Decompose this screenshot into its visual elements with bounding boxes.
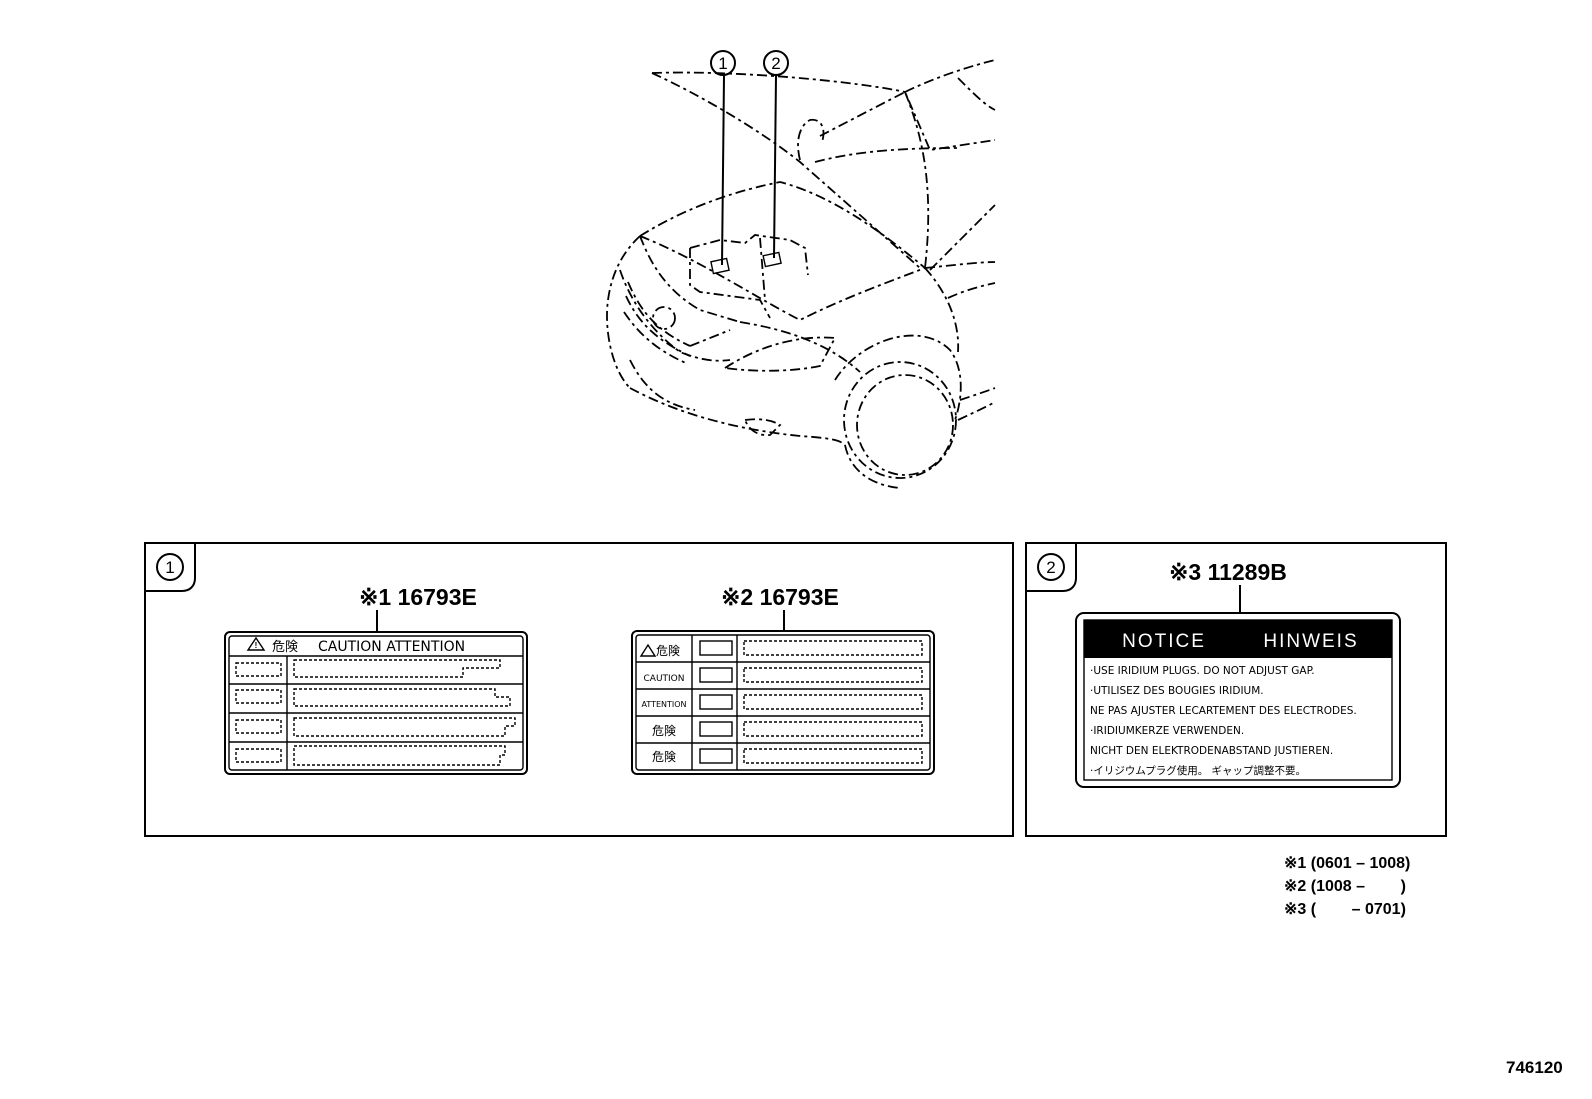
label-c: ※3 11289B NOTICE HINWEIS ·USE IRIDIUM PL… bbox=[1075, 559, 1401, 788]
label-c-line-3: NE PAS AJUSTER LECARTEMENT DES ELECTRODE… bbox=[1090, 705, 1357, 717]
label-c-line-1: ·USE IRIDIUM PLUGS. DO NOT ADJUST GAP. bbox=[1090, 665, 1315, 677]
svg-text:!: ! bbox=[255, 641, 258, 650]
label-a-header-text: CAUTION ATTENTION bbox=[318, 639, 465, 655]
panel-1-number: 1 bbox=[165, 558, 174, 577]
label-c-text-lines: ·USE IRIDIUM PLUGS. DO NOT ADJUST GAP. ·… bbox=[1090, 665, 1357, 777]
label-c-line-4: ·IRIDIUMKERZE VERWENDEN. bbox=[1090, 725, 1244, 737]
label-c-header-bar bbox=[1084, 620, 1392, 658]
label-a-rows bbox=[229, 656, 523, 770]
panel-1: 1 bbox=[144, 542, 1014, 837]
svg-text:2: 2 bbox=[771, 54, 780, 73]
label-b-row-5: 危険 bbox=[652, 750, 676, 764]
label-c-header-right: HINWEIS bbox=[1263, 631, 1358, 652]
callout-2: 2 bbox=[763, 50, 789, 76]
label-b-row-1: 危険 bbox=[656, 644, 680, 658]
warning-triangle-icon bbox=[639, 643, 657, 657]
label-c-line-6: ·イリジウムプラグ使用。 ギャップ調整不要。 bbox=[1090, 764, 1306, 777]
legend-entry-3: ※3 ( – 0701) bbox=[1284, 901, 1406, 918]
panel-2-number: 2 bbox=[1046, 558, 1055, 577]
label-a: ※1 16793E ! 危険 CAUTION ATTENTION bbox=[224, 584, 528, 775]
legend-entry-2: ※2 (1008 – ) bbox=[1284, 878, 1406, 895]
applicability-legend: ※1 (0601 – 1008) ※2 (1008 – ) ※3 ( – 070… bbox=[1284, 852, 1410, 921]
warning-triangle-icon bbox=[246, 636, 266, 651]
callout-1: 1 bbox=[710, 50, 736, 76]
label-c-line-2: ·UTILISEZ DES BOUGIES IRIDIUM. bbox=[1090, 685, 1264, 697]
figure-number: 746120 bbox=[1506, 1058, 1563, 1077]
label-b-row-3: ATTENTION bbox=[641, 700, 686, 709]
svg-text:1: 1 bbox=[718, 54, 727, 73]
label-c-part-number: ※3 11289B bbox=[1169, 559, 1287, 585]
label-c-line-5: NICHT DEN ELEKTRODENABSTAND JUSTIEREN. bbox=[1090, 745, 1333, 757]
label-b-row-4: 危険 bbox=[652, 724, 676, 738]
panel-2: 2 bbox=[1025, 542, 1447, 837]
legend-entry-1: ※1 (0601 – 1008) bbox=[1284, 855, 1411, 872]
car-front-illustration bbox=[606, 59, 996, 489]
label-b: ※2 16793E 危険 CAUTION ATTENTION 危険 危険 bbox=[631, 584, 935, 775]
label-b-part-number: ※2 16793E bbox=[721, 584, 839, 610]
label-c-header-left: NOTICE bbox=[1122, 631, 1206, 652]
label-a-header-kanji: 危険 bbox=[272, 640, 298, 655]
label-b-row-2: CAUTION bbox=[644, 674, 685, 684]
label-a-part-number: ※1 16793E bbox=[359, 584, 477, 610]
